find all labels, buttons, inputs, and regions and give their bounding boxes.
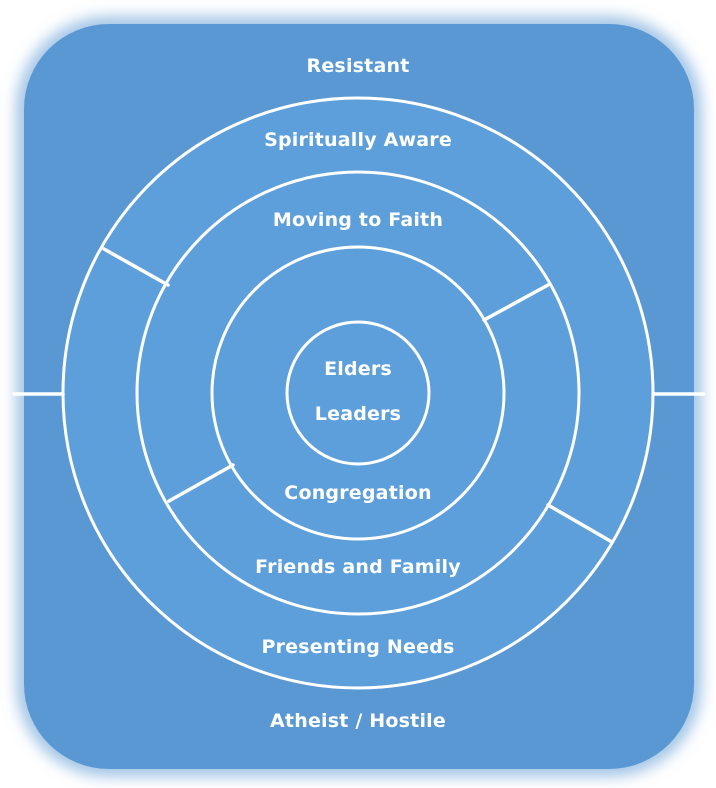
label-presenting-needs: Presenting Needs — [261, 636, 455, 658]
label-congregation: Congregation — [284, 482, 432, 504]
label-spiritually-aware: Spiritually Aware — [264, 129, 452, 151]
label-resistant: Resistant — [306, 55, 410, 77]
ring-center — [285, 320, 431, 466]
label-moving-to-faith: Moving to Faith — [272, 209, 444, 231]
label-leaders: Leaders — [314, 403, 402, 425]
divider-inner-upper-right — [482, 283, 550, 322]
label-elders: Elders — [324, 358, 392, 380]
label-friends-and-family: Friends and Family — [255, 556, 461, 578]
divider-outer-lower-right — [546, 503, 614, 544]
divider-inner-lower-left — [167, 463, 235, 503]
label-atheist-hostile: Atheist / Hostile — [270, 710, 446, 732]
divider-outer-upper-left — [102, 247, 170, 287]
